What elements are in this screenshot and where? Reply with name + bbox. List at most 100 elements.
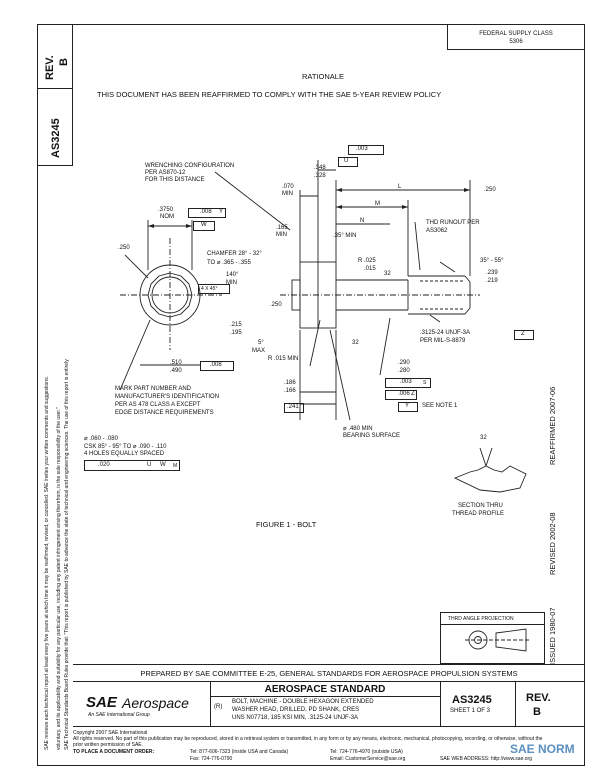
tol-box-006 xyxy=(385,390,417,400)
thd-runout-2: AS3062 xyxy=(426,228,448,234)
figure-title: FIGURE 1 - BOLT xyxy=(256,520,317,529)
datum-w: W xyxy=(201,222,207,228)
datum-z-box xyxy=(514,330,534,340)
datum-z: Z xyxy=(521,331,525,337)
tol-003: .003 xyxy=(356,146,368,152)
fcf-u: U xyxy=(147,462,152,468)
dim-250-a: .250 xyxy=(118,245,130,251)
dim-241: .241 xyxy=(287,404,299,410)
thread-2: PER MIL-S-8879 xyxy=(420,338,466,344)
chamfer-1: CHAMFER 28° - 32° xyxy=(207,251,262,257)
thread-1: .3125-24 UNJF-3A xyxy=(420,330,471,336)
side-note-2: voluntary, and its applicability and sui… xyxy=(56,407,62,750)
projection-label: THRD ANGLE PROJECTION xyxy=(448,616,514,622)
title-block-top xyxy=(73,681,585,682)
title-block xyxy=(73,681,585,727)
rights: All rights reserved. No part of this pub… xyxy=(73,736,543,748)
tol-006: .006 xyxy=(398,391,410,397)
federal-supply-label: FEDERAL SUPPLY CLASS xyxy=(479,31,553,37)
web: SAE WEB ADDRESS: http://www.sae.org xyxy=(440,756,532,762)
section-label-2: THREAD PROFILE xyxy=(452,511,505,517)
dim-nom: NOM xyxy=(160,214,174,220)
tol-box-003b xyxy=(385,378,431,388)
tol-003b: .003 xyxy=(400,379,412,385)
dim-250-c: .250 xyxy=(484,187,496,193)
fcf-box xyxy=(84,460,180,471)
side-note-1: SAE Technical Standards Board Rules prov… xyxy=(64,359,70,750)
rationale-title: RATIONALE xyxy=(302,72,344,81)
wrenching-1: WRENCHING CONFIGURATION xyxy=(145,163,235,169)
fax: Fax: 724-776-0790 xyxy=(190,756,233,762)
dim-M: M xyxy=(375,201,380,207)
revision-marker: (R) xyxy=(214,704,223,710)
projection-box xyxy=(440,612,545,664)
dim-290: .290 xyxy=(398,360,410,366)
see-note: SEE NOTE 1 xyxy=(422,403,458,409)
datum-u-box xyxy=(338,157,358,167)
description-1: BOLT, MACHINE - DOUBLE HEXAGON EXTENDED xyxy=(232,699,374,705)
dim-4x45: 4 X 45° xyxy=(201,286,218,292)
logo-sae: SAE xyxy=(86,694,117,711)
tol-box-008-y xyxy=(188,208,226,218)
hole-2: CSK 85° - 95° TO ⌀ .090 - .110 xyxy=(84,444,167,450)
revised-date: REVISED 2002-08 xyxy=(548,512,557,575)
left-rev-value: B xyxy=(58,58,70,66)
prepared-divider xyxy=(73,664,585,665)
r-015-min: R .015 MIN xyxy=(268,356,299,362)
dim-140: 140° xyxy=(226,272,239,278)
left-rev-divider xyxy=(37,88,73,89)
dim-219: .219 xyxy=(486,278,498,284)
datum-w-box xyxy=(193,221,215,231)
side-note-3: SAE reviews each technical report at lea… xyxy=(44,376,50,750)
email: Email: CustomerService@sae.org xyxy=(330,756,406,762)
fcf-w: W xyxy=(160,462,166,468)
dim-5: 5° xyxy=(258,340,264,346)
r-015: .015 xyxy=(364,266,376,272)
dim-4x45-box xyxy=(198,284,230,294)
dim-165-min: MIN xyxy=(276,232,287,238)
title-block-v1 xyxy=(210,681,211,727)
mark-4: EDGE DISTANCE REQUIREMENTS xyxy=(115,410,214,416)
rev-label: REV. xyxy=(526,692,551,704)
dim-070: .070 xyxy=(282,184,294,190)
tol-box-008-b xyxy=(200,361,234,371)
logo-aerospace: Aerospace xyxy=(122,695,189,711)
logo-tagline: An SAE International Group xyxy=(88,712,150,718)
bearing-1: ⌀ .480 MIN xyxy=(343,426,373,432)
dim-140-min: MIN xyxy=(226,280,237,286)
dim-165: .165 xyxy=(276,225,288,231)
tol-box-003 xyxy=(348,145,384,155)
hole-3: 4 HOLES EQUALLY SPACED xyxy=(84,451,165,457)
watermark: SAE NORM xyxy=(510,742,575,756)
description-2: WASHER HEAD, DRILLED, PD SHANK, CRES xyxy=(232,707,360,713)
section-label-1: SECTION THRU xyxy=(458,503,503,509)
dim-35-55: 35° - 55° xyxy=(480,258,504,264)
r-025: R .025 xyxy=(358,258,376,264)
standard-title: AEROSPACE STANDARD xyxy=(264,684,386,695)
dim-348: .348 xyxy=(314,165,326,171)
mark-1: MARK PART NUMBER AND xyxy=(115,386,192,392)
bearing-2: BEARING SURFACE xyxy=(343,433,401,439)
dim-280: .280 xyxy=(398,368,410,374)
datum-y2-box xyxy=(398,402,418,412)
doc-number: AS3245 xyxy=(452,694,492,706)
rev-value: B xyxy=(533,706,541,718)
dim-5-max: MAX xyxy=(252,348,266,354)
copyright: Copyright 2007 SAE International xyxy=(73,730,148,736)
mark-3: PER AS 478 CLASS A EXCEPT xyxy=(115,402,201,408)
federal-supply-value: 5306 xyxy=(509,39,523,45)
tel-1: Tel: 877-606-7323 (inside USA and Canada… xyxy=(190,749,289,755)
dim-35min: .35° MIN xyxy=(333,233,357,239)
dim-328: .328 xyxy=(314,173,326,179)
thd-runout-1: THD RUNOUT PER xyxy=(426,220,480,226)
dim-250-b: .250 xyxy=(270,302,282,308)
left-header-column xyxy=(37,24,73,166)
dim-32-a: 32 xyxy=(384,271,391,277)
tel-2: Tel: 724-776-4970 (outside USA) xyxy=(330,749,403,755)
dim-490: .490 xyxy=(170,368,182,374)
issued-date: ISSUED 1980-07 xyxy=(548,607,557,665)
tol-008-b: .008 xyxy=(210,362,222,368)
dim-32-b: 32 xyxy=(352,340,359,346)
title-block-h xyxy=(210,696,440,697)
chamfer-2: TO ⌀ .365 - .355 xyxy=(207,260,251,266)
